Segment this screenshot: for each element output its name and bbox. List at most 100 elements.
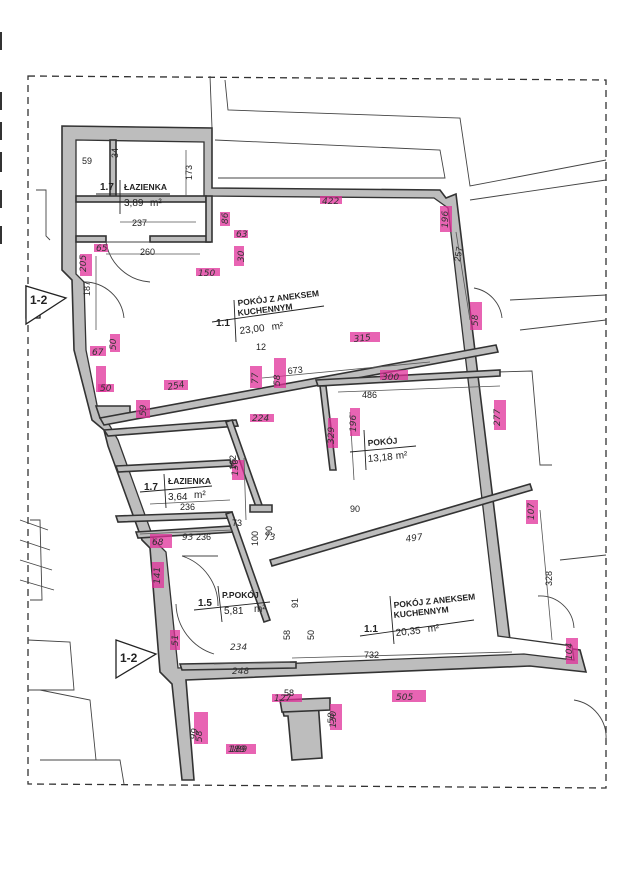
room-number: 1.7	[100, 182, 114, 193]
room-label-bath-mid: 1.7 ŁAZIENKA 3,64 m²	[139, 473, 213, 509]
mark-label: 58	[471, 314, 481, 326]
dim-label: 100	[250, 531, 260, 546]
mark-label: 59	[139, 404, 149, 416]
room-label-bath-top: 1.7 ŁAZIENKA 3,89 m²	[96, 180, 170, 214]
section-label-bottom: 1-2	[120, 651, 138, 665]
mark-label: 77	[251, 372, 261, 384]
room-area: 3,89	[124, 198, 144, 209]
hand-dim: 30	[237, 250, 247, 262]
mark-label: 68	[152, 538, 164, 548]
area-unit: m²	[194, 490, 206, 501]
dim-label: 73	[232, 518, 242, 528]
dim-label: 50	[306, 630, 316, 640]
hand-dim: 497	[405, 533, 424, 545]
mark-label: 51	[171, 635, 181, 646]
dim-label: 34	[110, 148, 120, 158]
dim-label: 162	[228, 455, 238, 470]
mark-label: 205	[79, 255, 89, 272]
dim-label: 257	[452, 246, 464, 263]
mark-label: 86	[221, 212, 231, 224]
dim-label: 328	[544, 571, 554, 586]
room-area: 3,64	[168, 492, 188, 503]
dim-label: 236	[196, 532, 211, 542]
room-area: 5,81	[224, 606, 244, 617]
dimension-labels: 59 34 173 237 260 187 673 486 162 236 23…	[82, 148, 554, 698]
hand-dim: 422	[322, 197, 339, 207]
room-name: ŁAZIENKA	[124, 182, 167, 192]
hand-dim: 189	[230, 745, 247, 755]
mark-label: 130	[329, 711, 339, 728]
area-unit: m²	[271, 321, 285, 333]
door-swings	[36, 189, 607, 741]
marked-values: 65 63 86 67 50 59 77 196 329 196 277 130…	[79, 211, 575, 755]
room-label-hall: 1.5 P.POKÓJ 5,81 m²	[193, 585, 271, 623]
room-name: P.POKÓJ	[222, 589, 259, 600]
room-area: 20,35	[395, 625, 421, 639]
section-label-top: 1-2	[30, 293, 48, 307]
hand-dim: 300	[382, 373, 399, 383]
dim-label: 237	[132, 218, 147, 228]
dimension-lines	[95, 150, 553, 665]
mark-label: 67	[92, 348, 104, 358]
dim-label: 91	[290, 598, 300, 608]
mark-label: 189	[228, 745, 245, 755]
room-label-room-mid: POKÓJ 13,18 m²	[349, 429, 417, 471]
room-number: 1.1	[216, 318, 230, 329]
mark-label: 58	[195, 730, 205, 742]
hand-dim: 315	[353, 333, 371, 345]
room-area: 23,00	[239, 323, 266, 337]
mark-label: 196	[349, 415, 359, 432]
hand-dim: 73	[264, 533, 276, 543]
mark-label: 63	[236, 230, 248, 240]
dim-label: 673	[287, 364, 303, 376]
dim-label: 486	[362, 390, 377, 400]
mark-label: 277	[493, 409, 503, 426]
dim-label: 236	[180, 502, 195, 512]
hand-dim: 93	[182, 533, 194, 543]
mark-label: 130	[231, 459, 241, 476]
handwritten-dimensions: 150 422 315 300 497 234 248 505 189 254 …	[167, 197, 424, 755]
hand-dim: 99	[189, 727, 201, 740]
section-marker-top: 1-2	[25, 285, 68, 326]
hand-dim: 58	[327, 712, 337, 724]
mark-label: 224	[252, 414, 269, 424]
room-number: 1.5	[198, 598, 212, 609]
dim-label: 90	[264, 526, 274, 536]
area-unit: m²	[254, 604, 266, 615]
dim-label: 12	[256, 342, 266, 352]
mark-label: 127	[274, 694, 291, 704]
mark-label: 141	[153, 567, 163, 584]
area-unit: m²	[395, 450, 408, 462]
mark-label: 65	[96, 244, 108, 254]
section-marker-bottom: 1-2	[115, 639, 158, 680]
dim-label: 187	[82, 281, 92, 296]
apartment-boundary	[27, 75, 607, 789]
mark-label: 50	[100, 384, 112, 394]
hand-dim: 254	[167, 380, 186, 393]
dim-label: 58	[284, 688, 294, 698]
mark-label: 50	[109, 338, 119, 350]
room-name: POKÓJ	[367, 434, 398, 448]
hand-dim: 234	[230, 643, 247, 653]
highlighter-marks	[80, 196, 578, 754]
mark-label: 58	[273, 374, 283, 386]
area-unit: m²	[150, 198, 162, 209]
surrounding-building	[19, 75, 607, 785]
mark-label: 329	[327, 427, 337, 444]
mark-label: 196	[441, 211, 451, 228]
hand-dim: 150	[198, 269, 215, 279]
mark-label: 107	[527, 503, 537, 520]
room-area: 13,18	[367, 452, 393, 465]
hand-dim: 248	[232, 667, 249, 677]
dim-label: 260	[140, 247, 155, 257]
room-number: 1.7	[144, 482, 158, 493]
dim-label: 732	[364, 650, 379, 660]
room-number: 1.1	[364, 624, 378, 635]
dim-label: 58	[282, 630, 292, 640]
mark-label: 104	[565, 643, 575, 660]
hand-dim: 505	[396, 693, 413, 703]
dim-label: 173	[184, 165, 194, 180]
area-unit: m²	[427, 623, 440, 635]
dim-label: 90	[350, 504, 360, 514]
